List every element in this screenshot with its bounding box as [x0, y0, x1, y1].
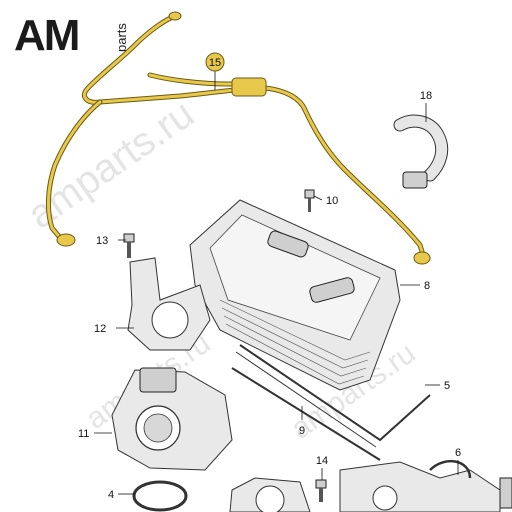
- callout-10: 10: [326, 195, 338, 207]
- part-10-bolt: [304, 189, 315, 212]
- callout-9: 9: [299, 425, 305, 437]
- part-11-throttle-body: [111, 367, 233, 471]
- part-8-oil-cooler: [189, 199, 401, 391]
- part-15-pipe: [45, 11, 431, 265]
- edge-clip: [499, 477, 512, 509]
- part-9-seal: [231, 367, 381, 461]
- callout-11: 11: [78, 428, 89, 440]
- callout-8: 8: [424, 280, 430, 292]
- callout-4: 4: [108, 489, 114, 501]
- logo-suffix: parts: [114, 23, 129, 52]
- lower-throttle-assembly: [229, 477, 311, 512]
- callout-13: 13: [96, 235, 108, 247]
- part-13-bolt: [123, 233, 135, 258]
- callout-15-badge: [205, 52, 225, 72]
- callout-12: 12: [94, 323, 106, 335]
- logo: AM parts: [14, 11, 129, 60]
- callout-5: 5: [444, 380, 450, 392]
- part-5-gasket: [235, 344, 431, 448]
- part-4-o-ring: [132, 480, 188, 512]
- callouts: 15 18 10 13 8 12 5 11 9 6 14 4: [78, 52, 461, 501]
- leader-lines: [94, 70, 459, 495]
- part-18-hose: [393, 114, 449, 189]
- part-12-bracket: [127, 257, 211, 351]
- logo-brand: AM: [14, 11, 78, 60]
- part-6-flange: [339, 459, 501, 512]
- callout-15: 15: [209, 57, 221, 69]
- callout-14: 14: [316, 455, 328, 467]
- callout-6: 6: [455, 447, 461, 459]
- callout-18: 18: [420, 90, 432, 102]
- part-14-bolt: [315, 479, 327, 502]
